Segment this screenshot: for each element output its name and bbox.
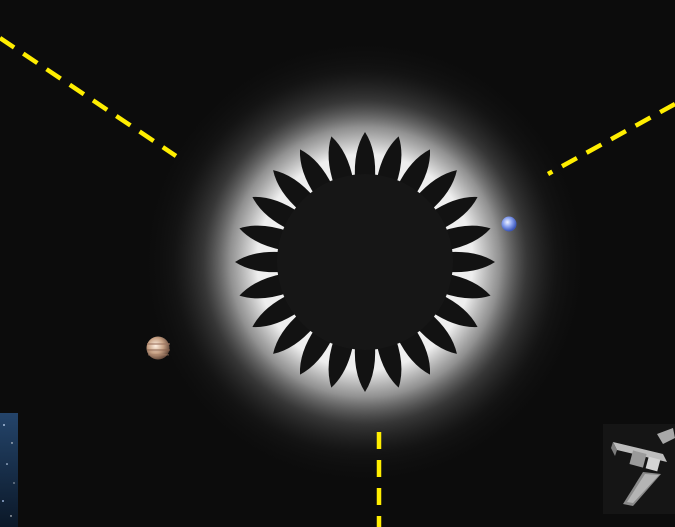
telescope-inset [0, 413, 18, 527]
spacecraft-inset [603, 424, 675, 514]
neptune-planet [502, 217, 517, 232]
starshade-core [277, 174, 453, 350]
